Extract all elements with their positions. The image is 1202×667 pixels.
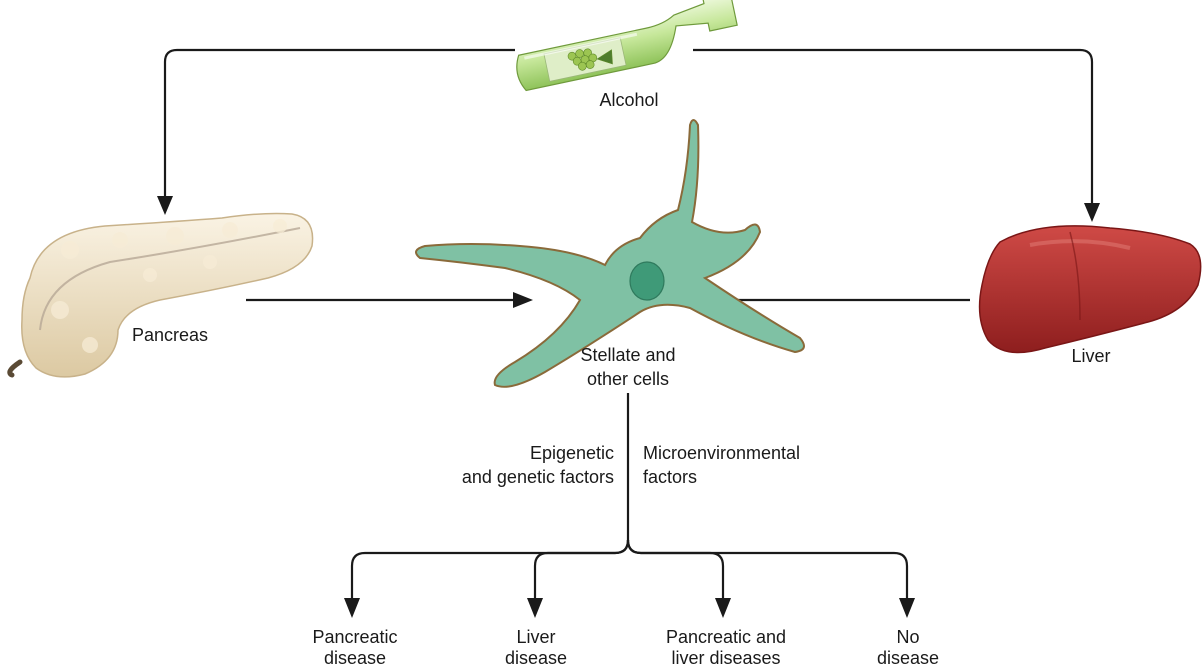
edge-alcohol-to-pancreas <box>165 50 515 198</box>
outcome-2-line-1: Liver <box>516 627 555 647</box>
stellate-label-line-1: Stellate and <box>580 345 675 365</box>
factor-right-line-1: Microenvironmental <box>643 443 800 463</box>
edge-alcohol-to-liver <box>693 50 1092 205</box>
liver-label: Liver <box>1071 346 1110 366</box>
pancreas-label: Pancreas <box>132 325 208 345</box>
arrowhead-liver <box>1084 203 1100 222</box>
outcome-4-line-2: disease <box>877 648 939 667</box>
outcome-3-line-1: Pancreatic and <box>666 627 786 647</box>
alcohol-label: Alcohol <box>599 90 658 110</box>
edge-branch-none <box>628 540 907 600</box>
edge-branch-both <box>628 540 723 600</box>
liver-icon <box>980 226 1201 353</box>
arrowhead-outcome-3 <box>715 598 731 618</box>
arrowhead-cell-left <box>513 292 533 308</box>
pancreas-icon <box>10 214 313 377</box>
nucleus-icon <box>630 262 664 300</box>
outcome-4-line-1: No <box>896 627 919 647</box>
wine-bottle-icon <box>510 0 742 92</box>
outcome-1-line-1: Pancreatic <box>312 627 397 647</box>
arrowhead-pancreas <box>157 196 173 215</box>
factor-left-line-1: Epigenetic <box>530 443 614 463</box>
outcome-2-line-2: disease <box>505 648 567 667</box>
edge-cell-trunk <box>352 393 628 600</box>
edge-branch-liver <box>535 540 628 600</box>
arrowhead-outcome-4 <box>899 598 915 618</box>
connectors <box>157 50 1100 618</box>
arrowhead-outcome-1 <box>344 598 360 618</box>
stellate-label-line-2: other cells <box>587 369 669 389</box>
factor-left-line-2: and genetic factors <box>462 467 614 487</box>
outcome-1-line-2: disease <box>324 648 386 667</box>
factor-right-line-2: factors <box>643 467 697 487</box>
outcome-3-line-2: liver diseases <box>671 648 780 667</box>
arrowhead-outcome-2 <box>527 598 543 618</box>
